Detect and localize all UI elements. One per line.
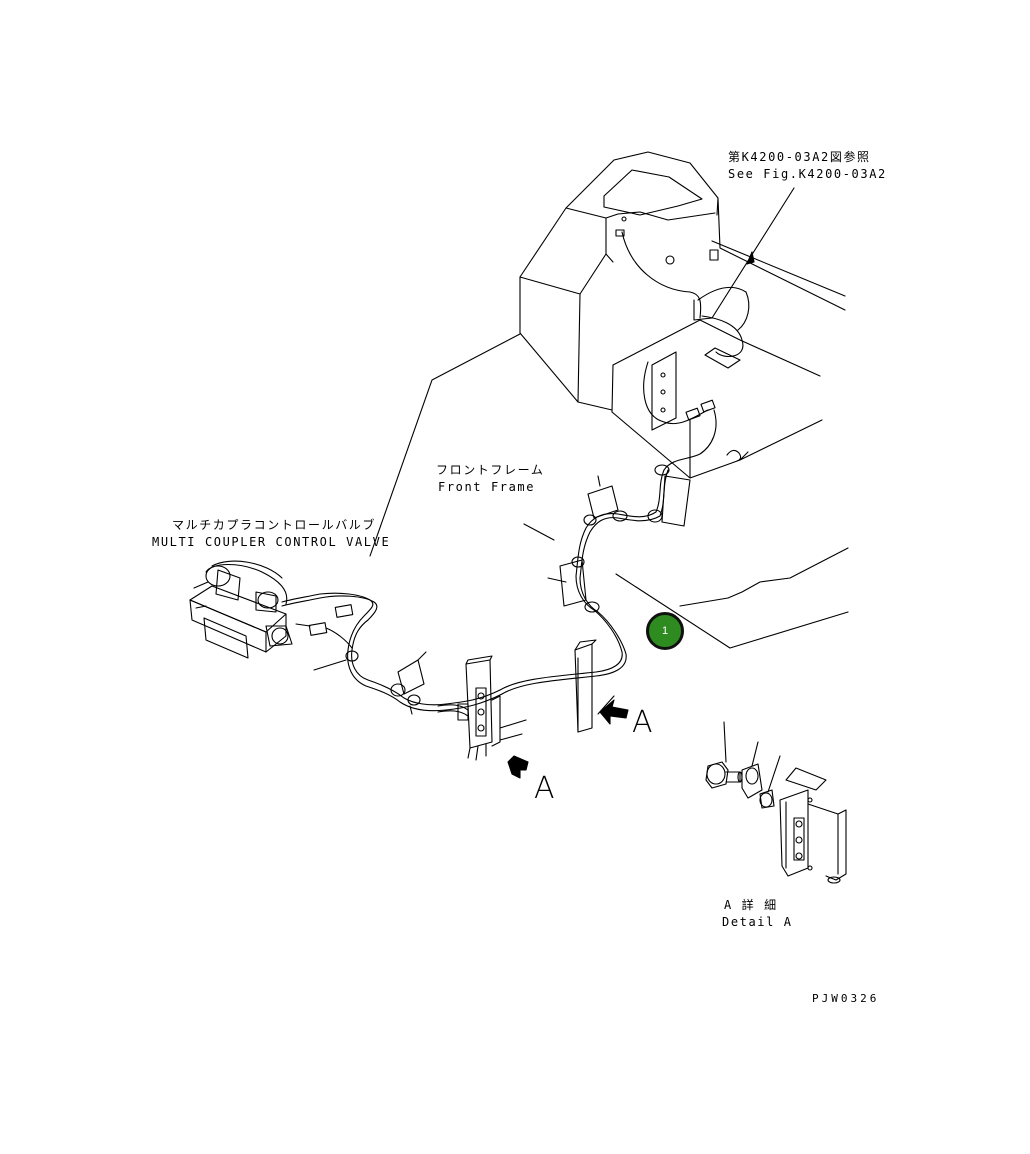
valve-label-jp: マルチカプラコントロールバルブ: [172, 518, 377, 532]
detail-label-en: Detail A: [722, 915, 793, 929]
wiring-harness: [500, 465, 690, 694]
control-valve-drawing: [190, 561, 292, 658]
mounting-plate: [575, 640, 596, 732]
detail-a-drawing: [706, 722, 846, 883]
front-frame-drawing: [520, 152, 845, 478]
harness-left: [282, 593, 502, 714]
part-callout-number: 1: [661, 625, 669, 637]
view-arrow-a-2: [508, 756, 528, 778]
front-frame-label-en: Front Frame: [438, 480, 536, 494]
view-arrow-label-1: A: [632, 705, 653, 740]
reference-label-jp: 第K4200-03A2図参照: [728, 150, 871, 164]
front-frame-label-jp: フロントフレーム: [436, 463, 545, 477]
drawing-code: PJW0326: [812, 992, 880, 1005]
detail-label-jp: A 詳 細: [724, 898, 778, 912]
view-arrow-a-1: [598, 696, 628, 724]
view-arrow-label-2: A: [534, 771, 555, 806]
reference-label-en: See Fig.K4200-03A2: [728, 167, 887, 181]
part-callout-1[interactable]: 1: [646, 612, 684, 650]
harness-clamp-block: [438, 656, 526, 760]
leader-lines: [370, 188, 794, 630]
valve-label-en: MULTI COUPLER CONTROL VALVE: [152, 535, 391, 549]
frame-edge-lines: [524, 524, 848, 648]
